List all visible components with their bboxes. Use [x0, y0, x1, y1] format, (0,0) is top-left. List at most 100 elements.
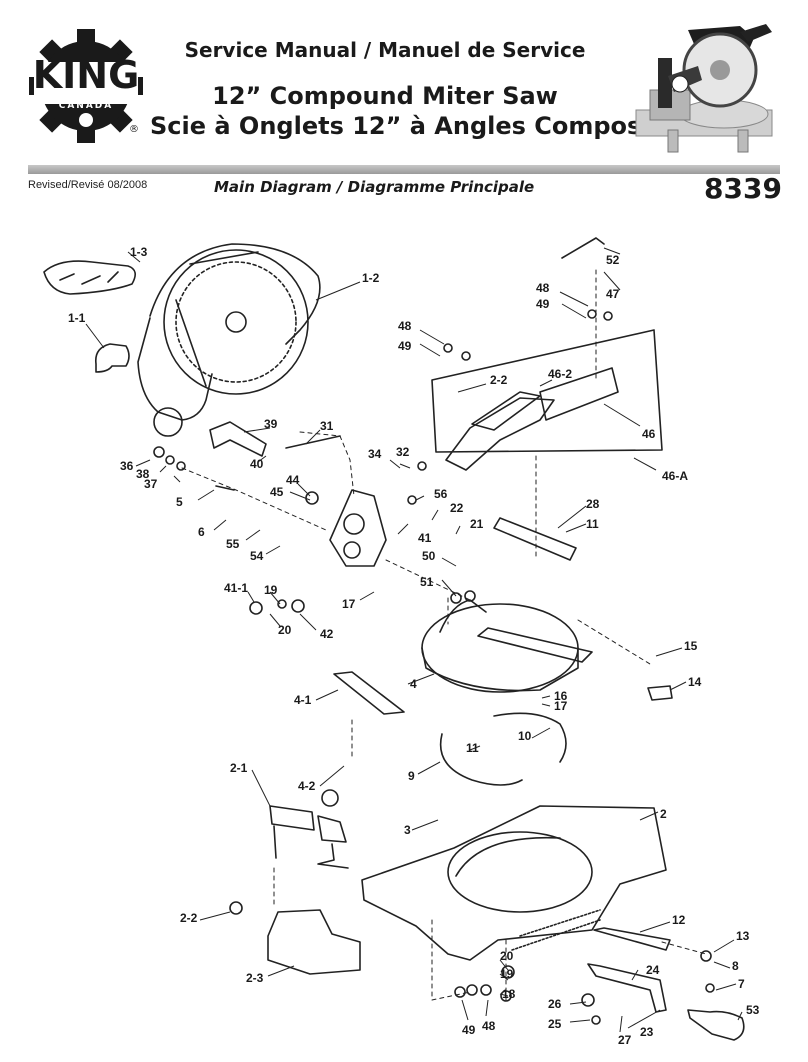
part-label: 2-2	[180, 911, 198, 925]
fence-part-2-3	[267, 909, 361, 975]
part-label: 44	[286, 473, 300, 487]
part-label: 48	[398, 319, 412, 333]
part-label: 46-A	[662, 469, 688, 483]
part-label: 20	[278, 623, 292, 637]
part-label: 2-3	[246, 971, 264, 985]
handle-part-53	[687, 1009, 745, 1041]
part-label: 1-2	[362, 271, 380, 285]
diagram-title: Main Diagram / Diagramme Principale	[214, 178, 535, 196]
part-label: 16	[554, 689, 568, 703]
bracket-part-28	[493, 517, 577, 561]
part-label: 41-1	[224, 581, 248, 595]
part-label: 4-1	[294, 693, 312, 707]
part-label: 37	[144, 477, 158, 491]
part-label: 27	[618, 1033, 632, 1047]
plate-part-14	[647, 685, 673, 701]
part-label: 55	[226, 537, 240, 551]
fence-right-part	[539, 367, 619, 421]
part-label: 10	[518, 729, 532, 743]
part-label: 15	[684, 639, 698, 653]
part-label: 52	[606, 253, 620, 267]
part-label: 20	[500, 949, 514, 963]
product-title-english: 12” Compound Miter Saw	[212, 82, 558, 110]
saw-photo-image	[635, 24, 773, 153]
callout-leaders	[85, 247, 743, 1033]
part-label: 4-2	[298, 779, 316, 793]
plate-part-4-1	[333, 671, 405, 715]
svg-text:CANADA: CANADA	[59, 101, 114, 111]
model-number: 8339	[704, 172, 782, 205]
part-label: 45	[270, 485, 284, 499]
rail-part-12	[593, 927, 671, 951]
part-number-labels: 1-3 1-2 1-1 52 47 48 49 48 49 2-2 46-2 4…	[68, 245, 760, 1047]
pivot-arm-assembly	[215, 485, 387, 567]
part-label: 2	[660, 807, 667, 821]
rotating-table-part	[421, 599, 593, 693]
part-label: 41	[418, 531, 432, 545]
part-label: 49	[398, 339, 412, 353]
part-label: 4	[410, 677, 417, 691]
part-label: 22	[450, 501, 464, 515]
part-label: 24	[646, 963, 660, 977]
fence-left-part	[445, 397, 555, 471]
ring-part-10	[493, 712, 567, 763]
pin-part-31	[285, 435, 341, 449]
part-label: 13	[736, 929, 750, 943]
part-label: 56	[434, 487, 448, 501]
ring-part-9	[439, 733, 523, 786]
clamp-assembly-2-1	[269, 789, 349, 869]
part-label: 48	[536, 281, 550, 295]
fastener-parts	[153, 309, 715, 1025]
part-label: 49	[536, 297, 550, 311]
rod-part-52	[561, 237, 605, 259]
service-manual-heading: Service Manual / Manuel de Service	[184, 38, 586, 62]
product-title-french: Scie à Onglets 12” à Angles Composés	[150, 112, 672, 140]
part-label: 25	[548, 1017, 562, 1031]
part-label: 21	[470, 517, 484, 531]
part-label: 46	[642, 427, 656, 441]
part-label: 42	[320, 627, 334, 641]
gear-logo-icon: KING CANADA ®	[29, 29, 143, 143]
header-divider	[28, 165, 780, 174]
svg-text:KING: KING	[33, 53, 140, 97]
part-label: 18	[502, 987, 516, 1001]
handle-knob-part	[209, 421, 267, 457]
saw-base-part	[361, 805, 667, 961]
part-label: 38	[136, 467, 150, 481]
part-label: 2-1	[230, 761, 248, 775]
svg-text:®: ®	[129, 124, 139, 135]
part-label: 2-2	[490, 373, 508, 387]
part-label: 36	[120, 459, 134, 473]
part-label: 32	[396, 445, 410, 459]
part-label: 23	[640, 1025, 654, 1039]
king-canada-logo: KING CANADA ®	[28, 28, 144, 144]
part-label: 11	[466, 741, 479, 755]
miter-saw-photo	[628, 18, 780, 158]
dust-elbow-part	[94, 343, 130, 373]
part-label: 34	[368, 447, 382, 461]
part-label: 1-3	[130, 245, 148, 259]
blade-guard-assembly	[137, 243, 321, 437]
part-label: 17	[554, 699, 568, 713]
bracket-part-23	[587, 963, 667, 1013]
part-label: 46-2	[548, 367, 572, 381]
part-label: 31	[320, 419, 334, 433]
part-label: 12	[672, 913, 686, 927]
part-label: 40	[250, 457, 264, 471]
assembly-guide-lines	[181, 269, 707, 1001]
part-label: 49	[462, 1023, 476, 1037]
part-label: 54	[250, 549, 264, 563]
part-label: 17	[342, 597, 356, 611]
part-label: 47	[606, 287, 620, 301]
part-label: 7	[738, 977, 745, 991]
part-label: 14	[688, 675, 702, 689]
part-label: 8	[732, 959, 739, 973]
part-label: 26	[548, 997, 562, 1011]
part-label: 48	[482, 1019, 496, 1033]
part-label: 39	[264, 417, 278, 431]
part-label: 3	[404, 823, 411, 837]
part-label: 53	[746, 1003, 760, 1017]
part-label: 19	[264, 583, 278, 597]
dust-bag-part	[43, 260, 136, 295]
